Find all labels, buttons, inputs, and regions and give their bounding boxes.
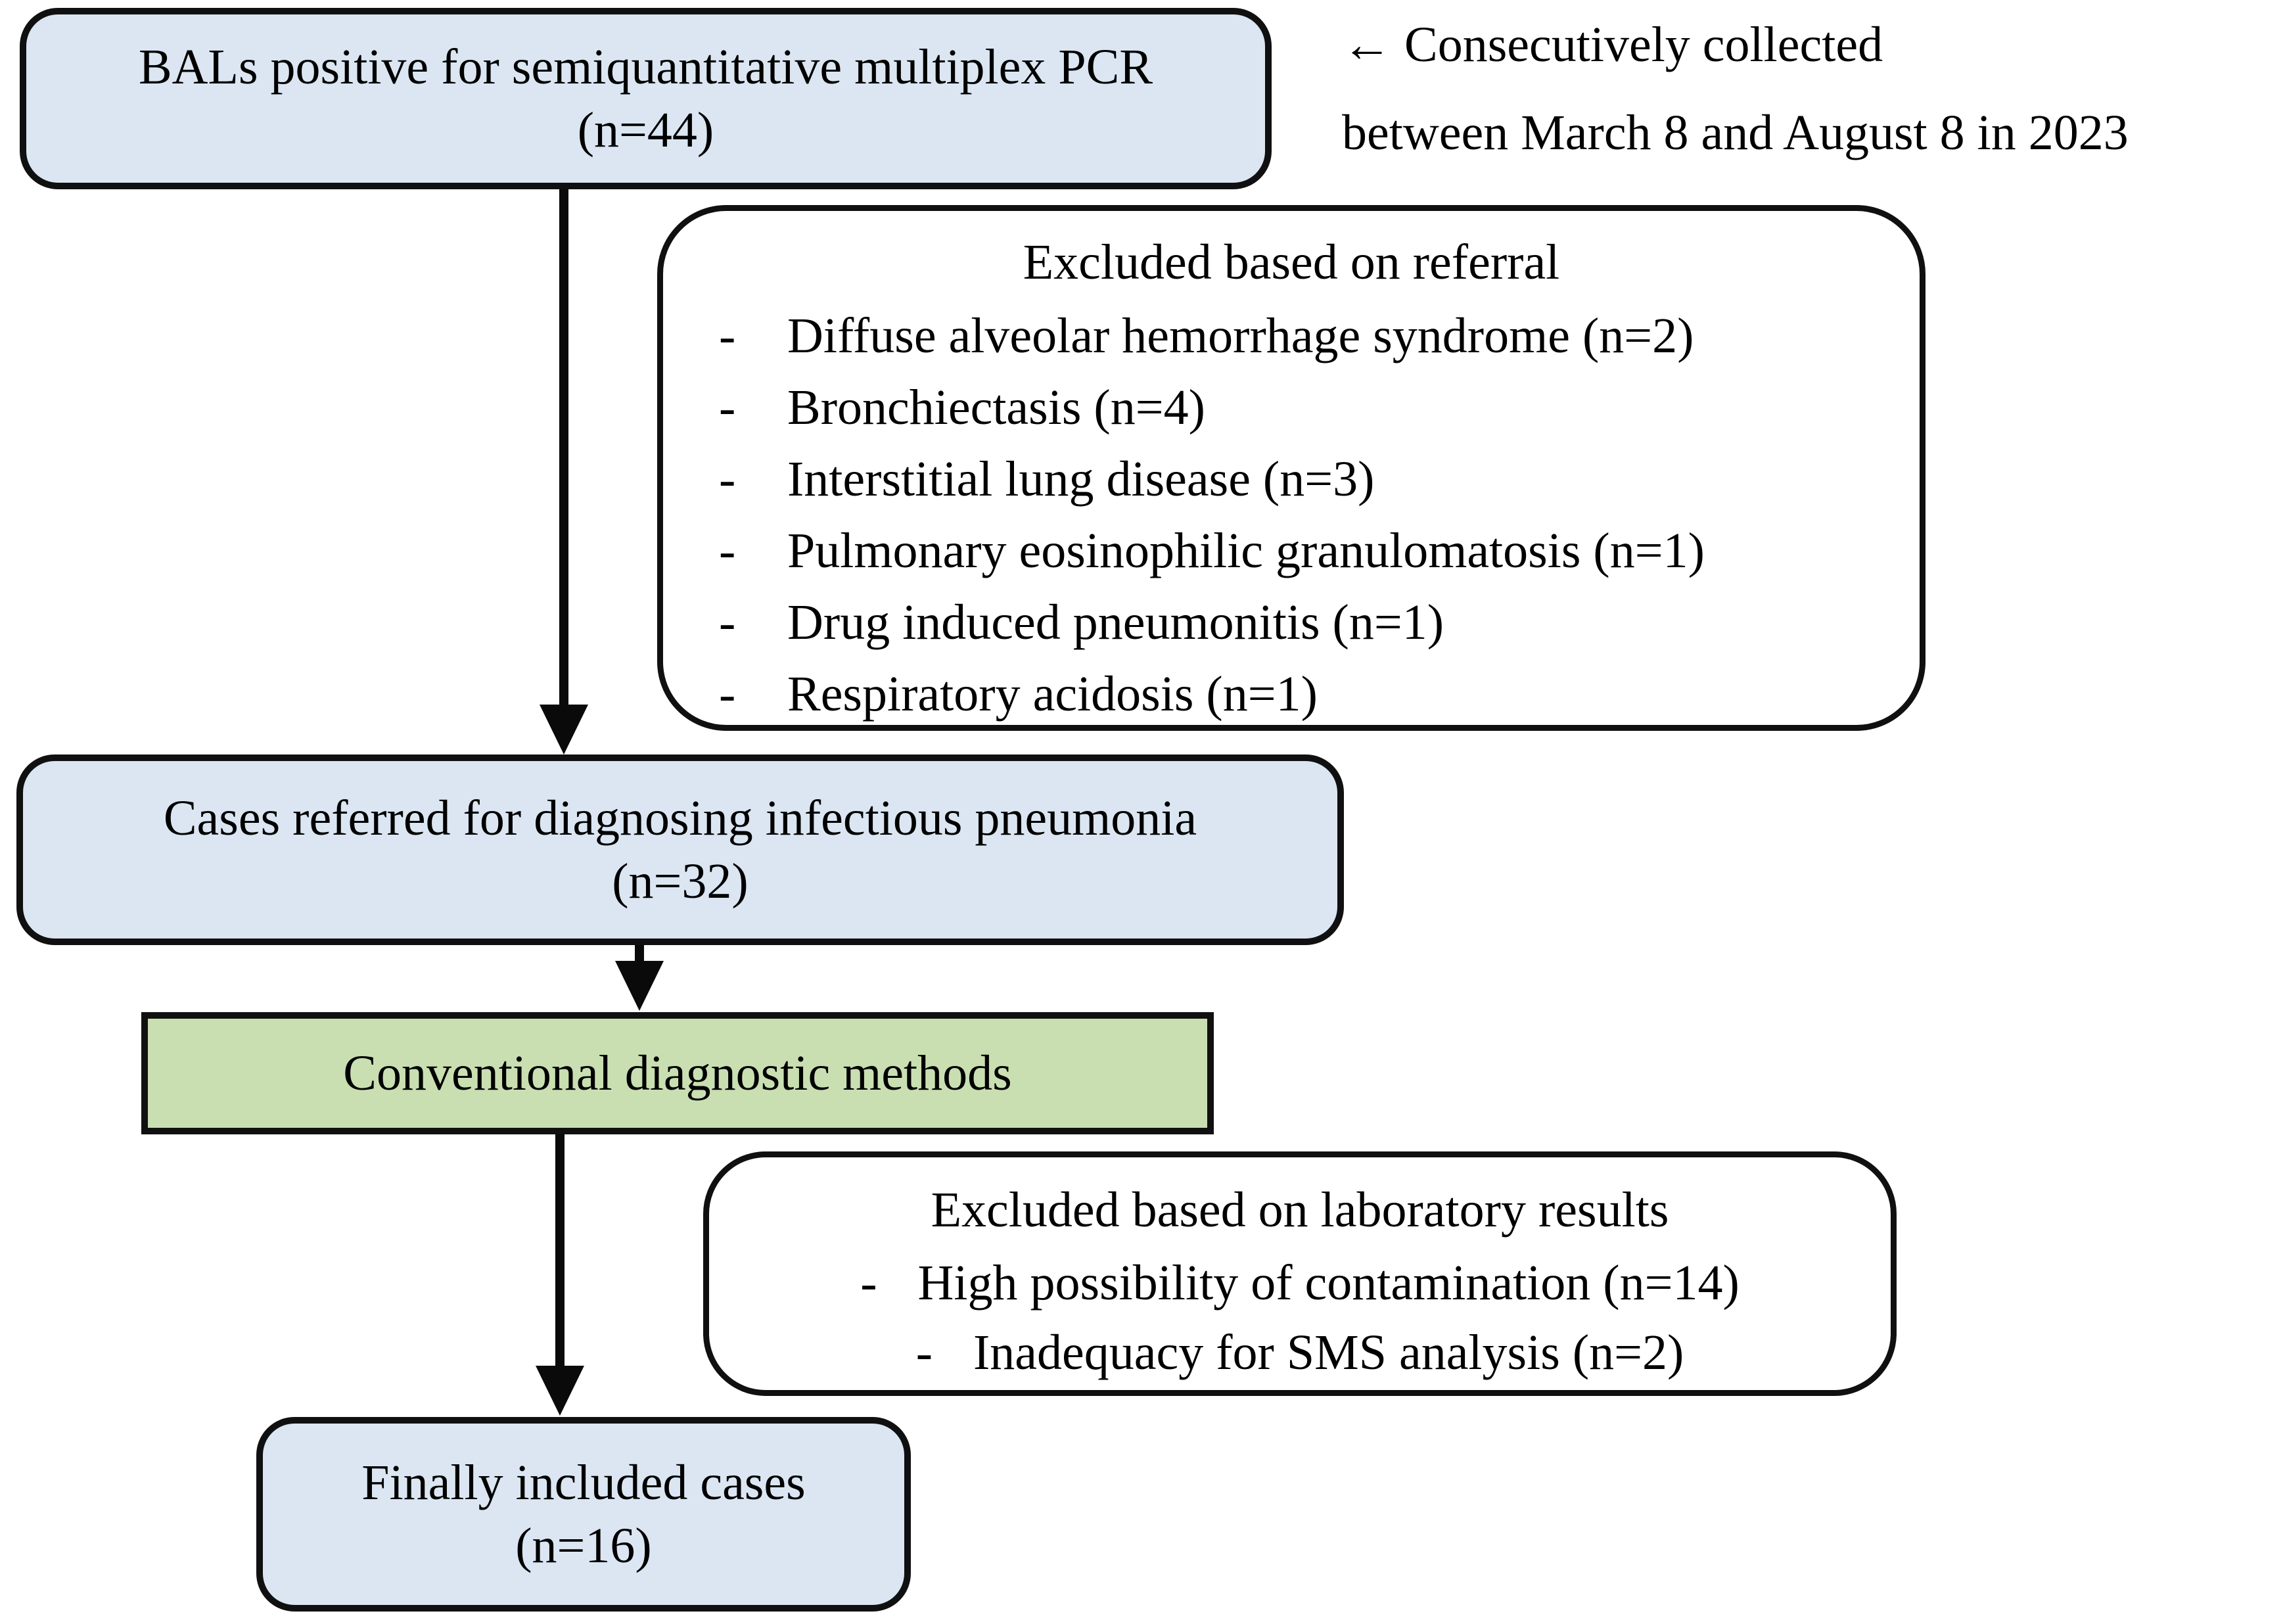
list-item-text: Bronchiectasis (n=4) (787, 380, 1205, 435)
node-line: Conventional diagnostic methods (343, 1046, 1012, 1101)
exclusion-list: - High possibility of contamination (n=1… (709, 1248, 1891, 1387)
exclusion-title: Excluded based on laboratory results (931, 1182, 1669, 1238)
list-item: - Interstitial lung disease (n=3) (663, 444, 1920, 515)
exclusion-title: Excluded based on referral (1023, 235, 1560, 290)
node-count: (n=32) (612, 854, 749, 909)
list-item-text: Interstitial lung disease (n=3) (787, 452, 1375, 507)
arrow-down-2-stem (635, 945, 644, 965)
node-cases-referred: Cases referred for diagnosing infectious… (16, 754, 1344, 945)
list-item-text: High possibility of contamination (n=14) (917, 1255, 1740, 1311)
list-item: - High possibility of contamination (n=1… (709, 1248, 1891, 1318)
node-finally-included: Finally included cases (n=16) (256, 1417, 911, 1612)
node-line: Finally included cases (361, 1455, 806, 1510)
annotation-line-2: between March 8 and August 8 in 2023 (1342, 105, 2129, 160)
arrow-down-3-head (536, 1366, 584, 1416)
node-bals-positive: BALs positive for semiquantitative multi… (20, 8, 1272, 189)
list-dash: - (719, 523, 736, 578)
list-item: - Drug induced pneumonitis (n=1) (663, 587, 1920, 659)
list-dash: - (719, 308, 736, 363)
list-dash: - (719, 452, 736, 507)
list-item-text: Inadequacy for SMS analysis (n=2) (973, 1325, 1684, 1380)
list-dash: - (719, 666, 736, 722)
exclusion-list: - Diffuse alveolar hemorrhage syndrome (… (663, 300, 1920, 730)
arrow-down-1-head (540, 705, 588, 754)
list-item: - Bronchiectasis (n=4) (663, 372, 1920, 444)
node-conventional-methods: Conventional diagnostic methods (141, 1012, 1214, 1134)
node-line: Cases referred for diagnosing infectious… (163, 791, 1197, 846)
list-dash: - (860, 1255, 877, 1311)
list-item: - Respiratory acidosis (n=1) (663, 659, 1920, 730)
list-item-text: Drug induced pneumonitis (n=1) (787, 595, 1444, 650)
node-excluded-laboratory: Excluded based on laboratory results - H… (703, 1151, 1897, 1396)
list-item: - Diffuse alveolar hemorrhage syndrome (… (663, 300, 1920, 372)
node-count: (n=16) (515, 1518, 652, 1573)
list-dash: - (915, 1325, 933, 1380)
arrow-down-1-stem (559, 189, 568, 707)
node-count: (n=44) (577, 103, 714, 158)
annotation-note: ← Consecutively collected between March … (1342, 13, 2282, 164)
list-dash: - (719, 380, 736, 435)
arrow-down-2-head (615, 961, 664, 1011)
node-line: BALs positive for semiquantitative multi… (138, 39, 1153, 95)
arrow-down-3-stem (555, 1134, 565, 1368)
list-item: - Inadequacy for SMS analysis (n=2) (709, 1318, 1891, 1387)
list-item-text: Respiratory acidosis (n=1) (787, 666, 1318, 722)
list-item-text: Pulmonary eosinophilic granulomatosis (n… (787, 523, 1705, 578)
list-dash: - (719, 595, 736, 650)
node-excluded-referral: Excluded based on referral - Diffuse alv… (657, 205, 1926, 731)
list-item-text: Diffuse alveolar hemorrhage syndrome (n=… (787, 308, 1694, 363)
list-item: - Pulmonary eosinophilic granulomatosis … (663, 515, 1920, 587)
annotation-line-1: ← Consecutively collected (1342, 17, 1883, 72)
